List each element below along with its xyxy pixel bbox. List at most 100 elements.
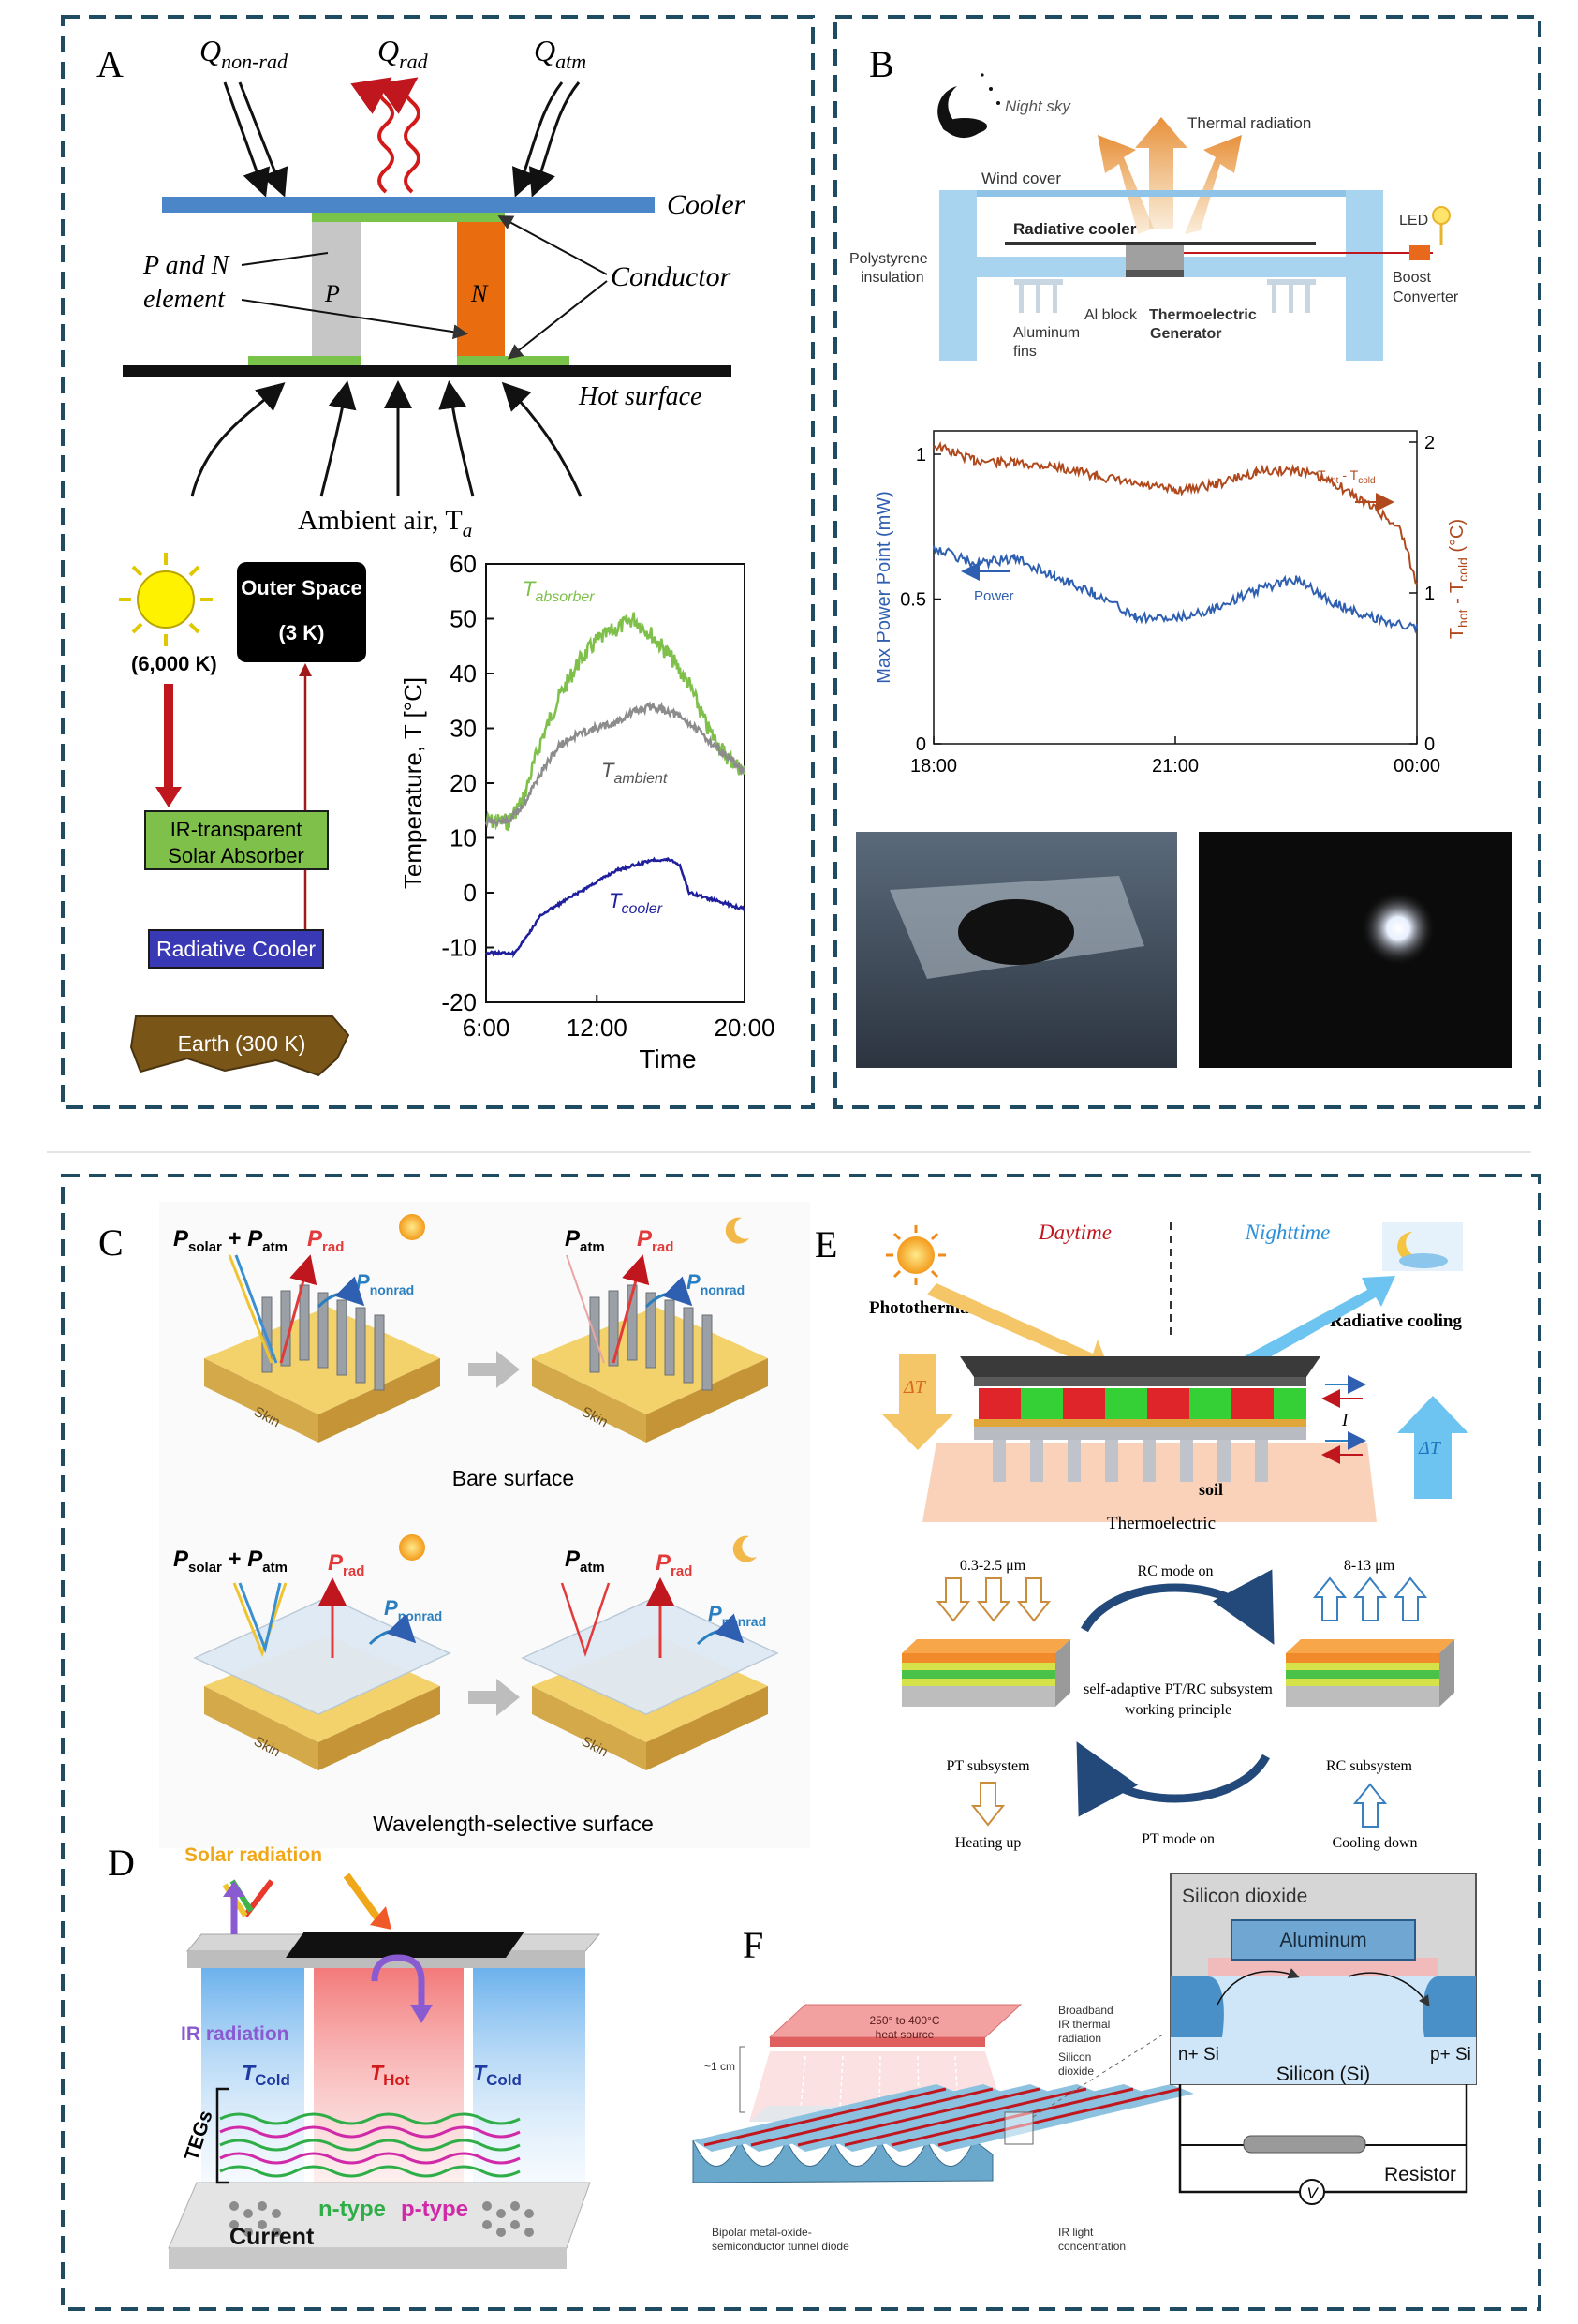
ambient-arrow-5 (501, 381, 583, 497)
cooling-output-arrow (1229, 1276, 1395, 1375)
wind-cover-plate (939, 190, 1383, 197)
ambient-label: Ambient air, Ta (298, 505, 472, 541)
day-delta-t-label: ΔT (903, 1377, 927, 1398)
panel-f: F 250° to 400°C heat source ~1 cm Broadb… (692, 1873, 1477, 2253)
c2-pnonrad-label: Pnonrad (686, 1270, 745, 1297)
chart-b-xtick-label: 00:00 (1394, 756, 1440, 777)
ambient-arrow-4 (438, 380, 475, 497)
chart-b-left-tick-label: 0 (916, 734, 926, 755)
chart-b-ylabel-right: Thot - Tcold (°C) (1447, 519, 1470, 639)
chart-b-xtick-label: 21:00 (1152, 756, 1199, 777)
c3-sun-icon (399, 1534, 425, 1561)
ir-concentration-label-2: concentration (1058, 2240, 1126, 2253)
e-top-plate (960, 1356, 1320, 1377)
chart-a-xtick-label: 6:00 (463, 1014, 510, 1042)
c1-power-label: Psolar + Patm (173, 1226, 288, 1255)
outer-space-box (237, 562, 366, 662)
atm-arrow-1 (511, 81, 564, 198)
ambient-arrow-1 (190, 382, 286, 497)
conductor-pointer-1 (497, 215, 608, 275)
panel-b: B Night sky Thermal radiation Wind cover… (849, 43, 1512, 1068)
silicon-dioxide-label-2: dioxide (1058, 2065, 1094, 2078)
bipolar-label-2: semiconductor tunnel diode (712, 2240, 849, 2253)
c4-moon-icon (732, 1535, 757, 1562)
nonrad-arrow-1 (223, 81, 271, 198)
voltmeter-label: V (1306, 2184, 1319, 2202)
carrier-path-left (1217, 1968, 1300, 2006)
subsystem-center-label-2: working principle (1125, 1702, 1231, 1718)
black-absorber (286, 1932, 524, 1958)
power-temperature-chart: Max Power Point (mW) Thot - Tcold (°C) 1… (874, 430, 1470, 777)
conductor-label: Conductor (611, 261, 731, 292)
cooling-arrow (1352, 1783, 1388, 1828)
nighttime-label: Nighttime (1245, 1221, 1331, 1244)
radiative-cooler-plate (1005, 242, 1316, 245)
chart-a-ytick-label: 20 (450, 769, 477, 797)
solar-ray-in (343, 1873, 383, 1923)
solar-input-arrow (927, 1283, 1110, 1375)
resistor-label: Resistor (1384, 2164, 1456, 2185)
pt-subsystem-stack (902, 1639, 1070, 1707)
solar-ray-head (370, 1906, 391, 1930)
chart-a-ytick-label: 10 (450, 824, 477, 852)
c2-patm-label: Patm (565, 1226, 605, 1255)
ambient-arrow-2 (319, 380, 357, 497)
bottom-conductor-right (457, 356, 569, 365)
day-delta-t-arrow (882, 1354, 953, 1450)
n-label: N (470, 280, 489, 307)
panel-c-background (159, 1202, 810, 1848)
ambient-series-label: Tambient (601, 759, 668, 787)
teg-label-2: Generator (1150, 326, 1221, 342)
chart-b-ylabel-left: Max Power Point (mW) (874, 491, 894, 684)
pn-pointer-2 (241, 299, 468, 340)
aluminum-electrode (1231, 1919, 1416, 1961)
p-type-label: p-type (401, 2197, 468, 2222)
hot-surface-plate (123, 365, 731, 377)
frame-bottom (61, 1174, 1541, 2311)
rc-subsystem-label: RC subsystem (1326, 1758, 1413, 1774)
chart-a-xlabel: Time (639, 1044, 696, 1073)
absorber-label-2: Solar Absorber (168, 844, 304, 867)
hot-loop-arrow (371, 1954, 425, 2005)
selective-surface-caption: Wavelength-selective surface (373, 1812, 654, 1836)
radiative-cooling-label: Radiative cooling (1330, 1311, 1462, 1331)
earth-label: Earth (300 K) (178, 1031, 306, 1056)
ir-radiation-arrowhead (223, 1881, 245, 1897)
earth-shape (129, 1015, 350, 1077)
c-bottom-transition-arrow (468, 1679, 520, 1716)
silicon-dioxide-label-1: Silicon (1058, 2050, 1091, 2064)
temperature-chart: Temperature, T [°C] Time 6050403020100-1… (399, 550, 775, 1073)
electrode-grid-left (229, 2201, 281, 2237)
panel-letter-d: D (108, 1842, 135, 1884)
t-cold-right-label: TCold (473, 2061, 522, 2089)
pt-mode-arrow (1076, 1741, 1270, 1817)
heating-arrow (970, 1782, 1006, 1827)
n-si-region (1171, 1976, 1224, 2037)
frame-a (61, 15, 815, 1109)
night-delta-t-arrow (1397, 1396, 1468, 1499)
bare-surface-caption: Bare surface (452, 1466, 574, 1490)
bottom-conductor-left (248, 356, 361, 365)
one-cm-label: ~1 cm (704, 2060, 735, 2073)
chart-a-xtick-label: 20:00 (714, 1014, 774, 1042)
panel-a: A Qnon-rad Qrad Qatm Cooler P N Hot surf… (96, 34, 775, 1077)
polystyrene-label-1: Polystyrene (849, 251, 928, 267)
cold-beam-right (473, 1967, 585, 2183)
boost-label-2: Converter (1393, 289, 1459, 305)
panel-letter-b: B (869, 43, 894, 85)
heat-source-label-2: heat source (876, 2028, 935, 2041)
sun-icon (119, 553, 213, 646)
rc-output-arrows (1312, 1576, 1428, 1621)
led-label: LED (1399, 213, 1428, 229)
led-icon (1432, 206, 1451, 225)
daytime-label: Daytime (1038, 1221, 1112, 1244)
e-bottom-conductor (974, 1419, 1306, 1427)
panel-d: D Solar radiation IR radiation TCold THo… (108, 1842, 601, 2269)
temperature-difference-line (933, 440, 1418, 585)
current-label: Current (229, 2224, 315, 2250)
carrier-path-right (1348, 1972, 1430, 2007)
e-sun-icon (886, 1225, 946, 1285)
t-cold-left-label: TCold (242, 2061, 290, 2089)
outer-space-label-1: Outer Space (241, 576, 362, 600)
absorber-series-label: Tabsorber (523, 577, 595, 605)
